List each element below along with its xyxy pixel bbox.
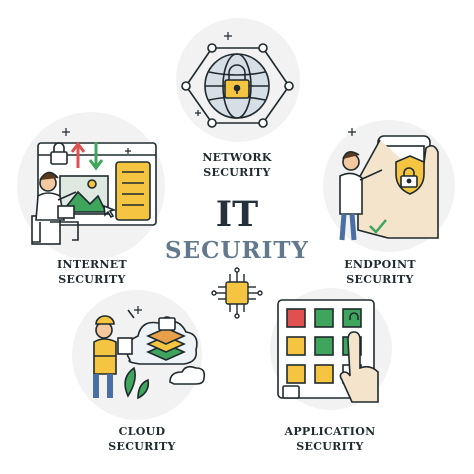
sparkle-icon (134, 306, 142, 314)
microchip-icon (211, 267, 263, 319)
endpoint-security-label: ENDPOINT SECURITY (330, 257, 430, 287)
internet-label-line1: INTERNET (57, 258, 127, 271)
application-label-line1: APPLICATION (284, 425, 376, 438)
cloud-label-line1: CLOUD (118, 425, 166, 438)
network-label-line1: NETWORK (202, 151, 272, 164)
sparkle-icon (348, 128, 356, 136)
sparkle-icon (62, 128, 131, 154)
network-security-label: NETWORK SECURITY (187, 150, 287, 180)
application-label-line2: SECURITY (296, 440, 364, 453)
browser-window-icon (31, 141, 157, 245)
internet-label-line2: SECURITY (58, 273, 126, 286)
app-grid-icon (277, 299, 379, 403)
application-security-label: APPLICATION SECURITY (270, 424, 390, 454)
endpoint-label-line1: ENDPOINT (344, 258, 416, 271)
cloud-database-icon (93, 309, 206, 400)
title-it: IT (215, 194, 259, 235)
smartphone-shield-icon (339, 135, 439, 241)
internet-security-label: INTERNET SECURITY (42, 257, 142, 287)
network-label-line2: SECURITY (203, 166, 271, 179)
title-security: SECURITY (165, 237, 309, 264)
endpoint-label-line2: SECURITY (346, 273, 414, 286)
globe-lock-icon (181, 43, 294, 128)
sparkle-icon (195, 32, 232, 116)
cloud-security-label: CLOUD SECURITY (97, 424, 187, 454)
cloud-label-line2: SECURITY (108, 440, 176, 453)
